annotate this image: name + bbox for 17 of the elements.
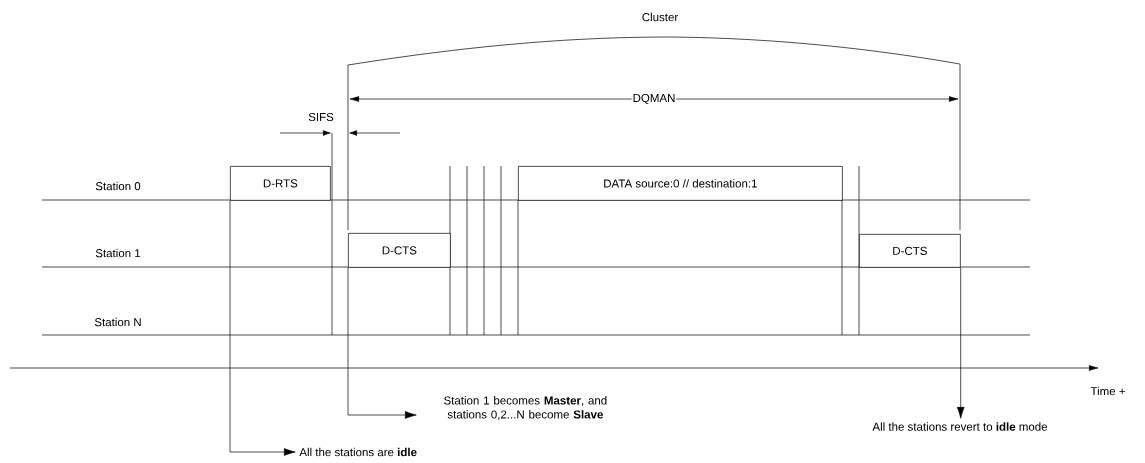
arrow [229, 200, 296, 456]
cluster-label: Cluster [642, 12, 679, 22]
frame-box: D-CTS [859, 234, 961, 268]
frame-box: D-CTS [348, 233, 451, 268]
station-label: Station 1 [95, 248, 141, 258]
station-label: Station 0 [95, 181, 141, 191]
annotation-text: Station 1 becomes Master, and stations 0,2...N become Slave [444, 396, 607, 420]
station-label: Station N [94, 317, 141, 327]
annotation-text: All the stations are idle [299, 447, 417, 457]
dimension-label: DQMAN [631, 92, 677, 106]
annotation-text: All the stations revert to idle mode [872, 422, 1048, 431]
axis-label: Time + [1090, 386, 1125, 396]
dimension-label: SIFS [308, 112, 334, 122]
frame-box: D-RTS [230, 166, 331, 201]
arrow [956, 267, 965, 419]
arrow [347, 267, 417, 419]
frame-box: DATA source:0 // destination:1 [518, 166, 843, 201]
